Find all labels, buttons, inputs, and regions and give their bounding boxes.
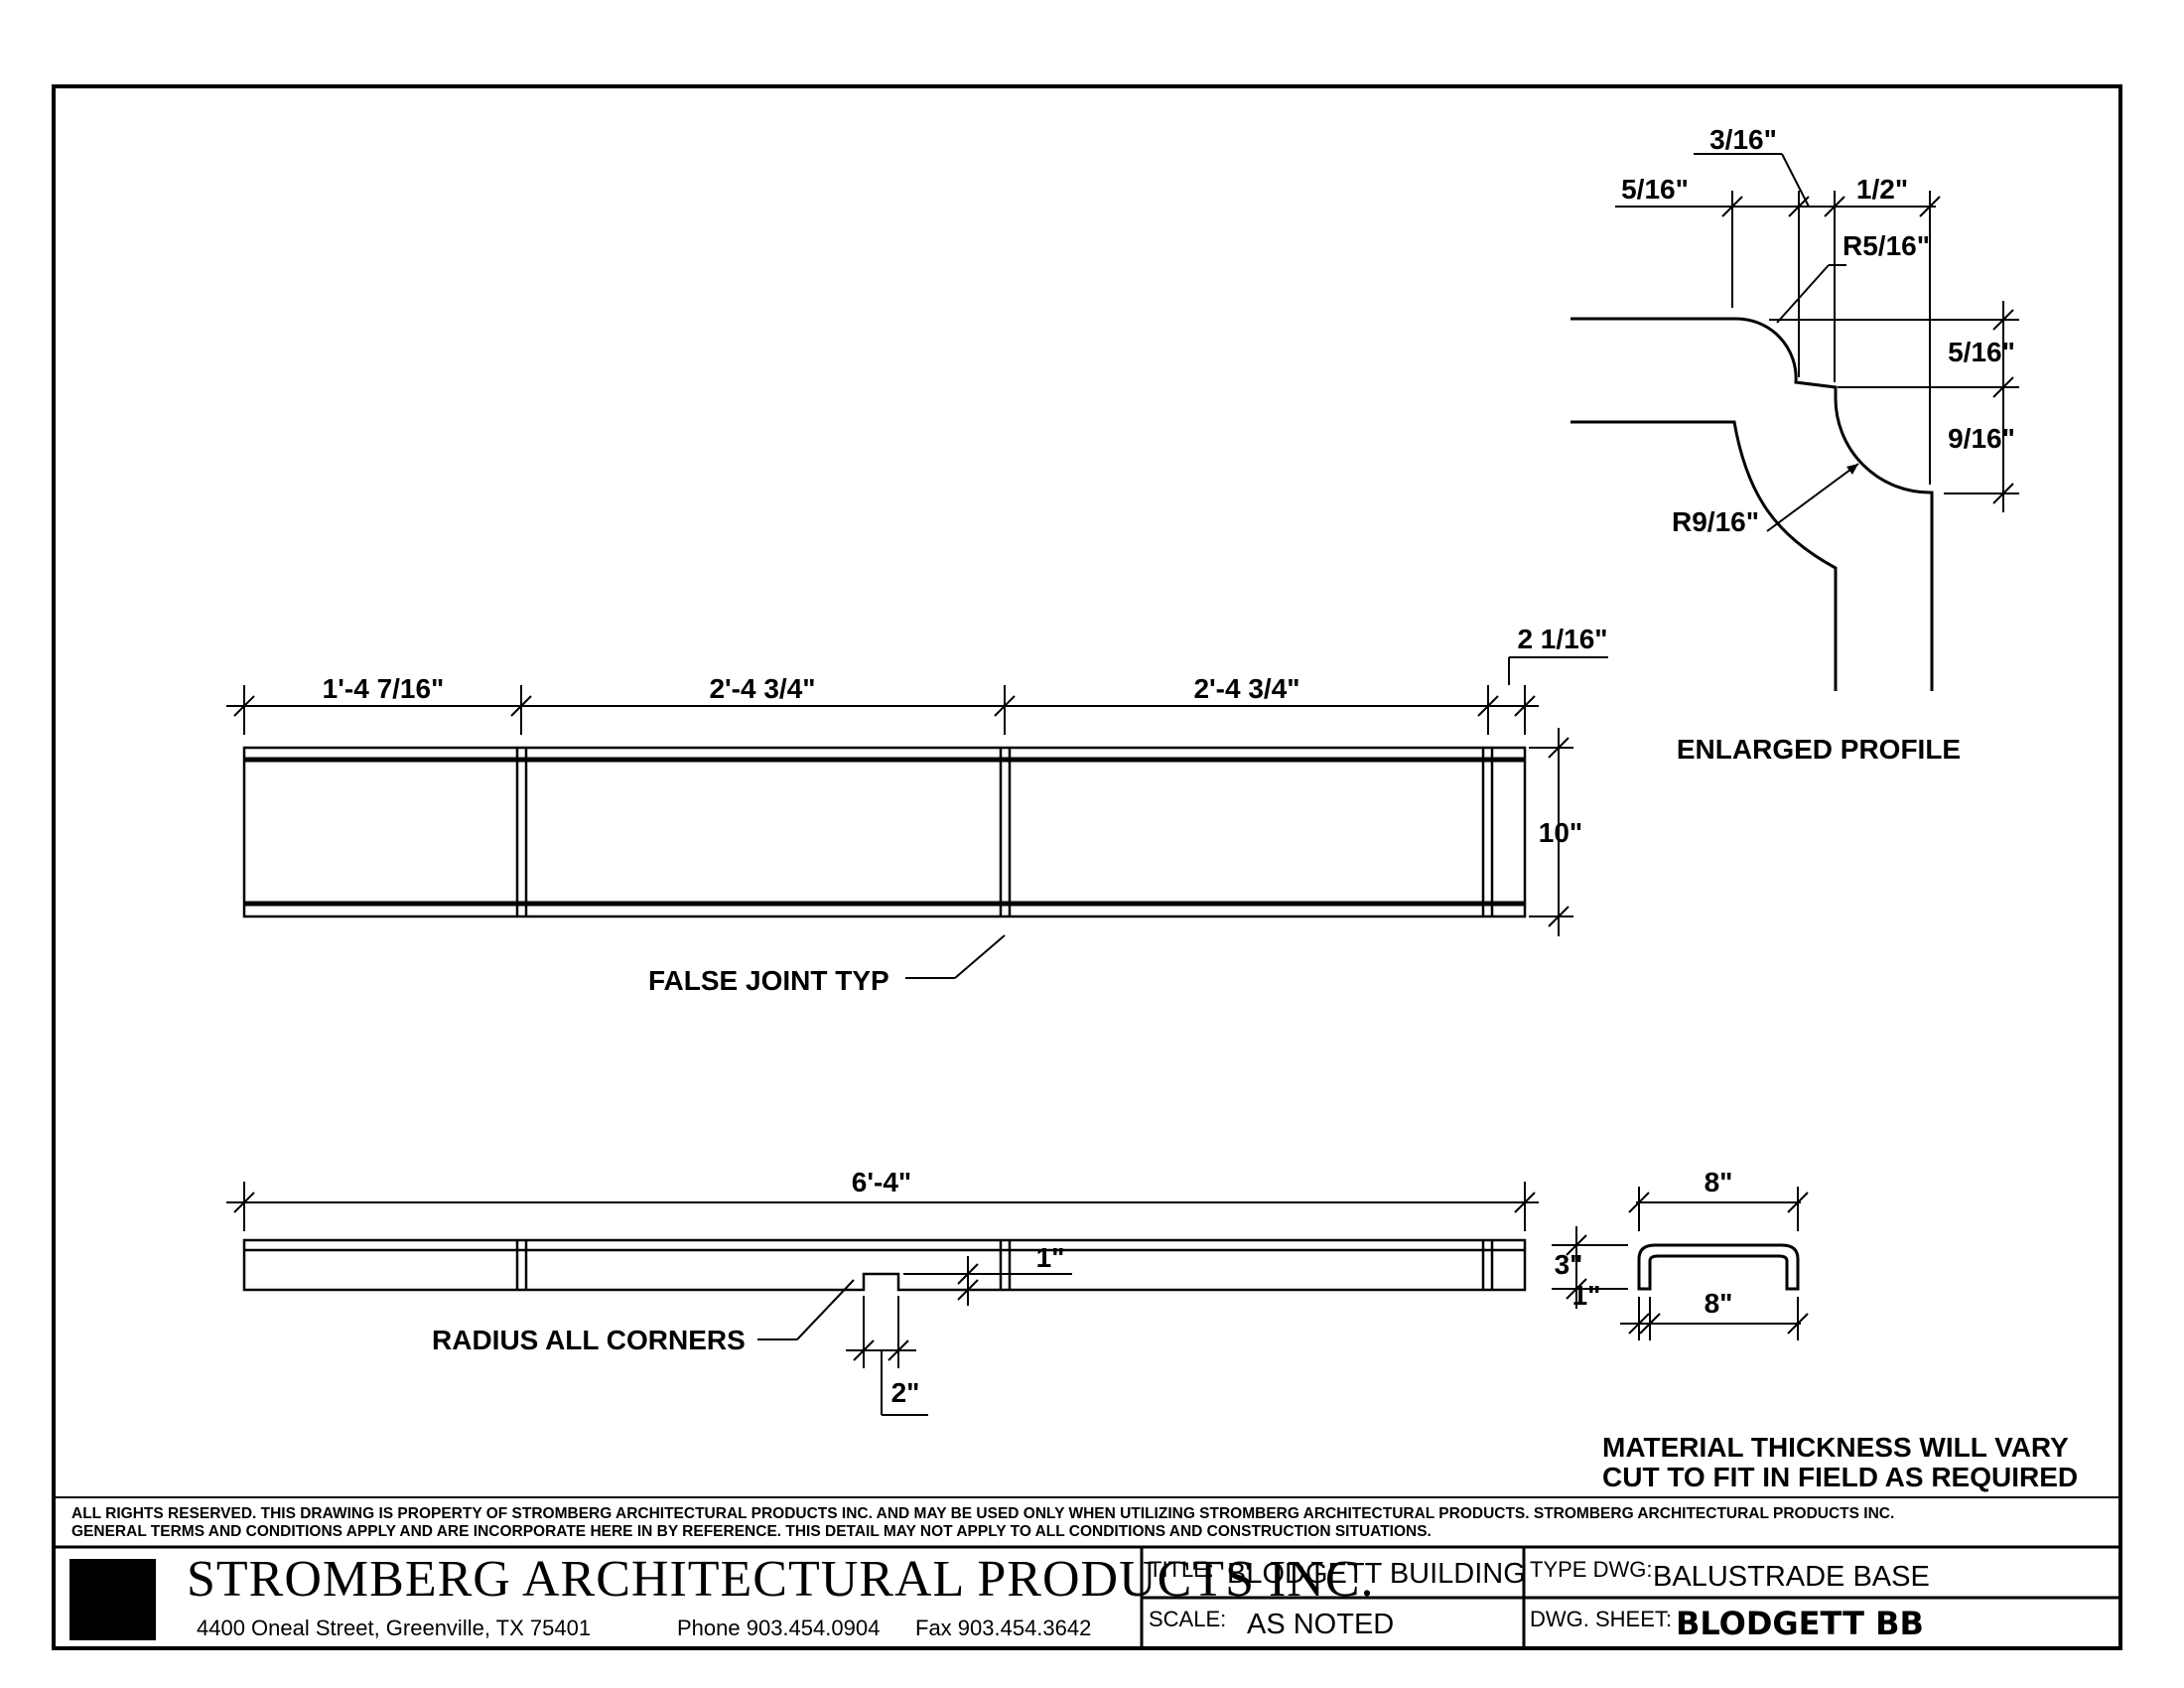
plan-view-dimensions: [226, 1182, 1539, 1416]
title-block-grid: [54, 1545, 2120, 1648]
section-dimensions: [1552, 1187, 1809, 1340]
front-view: [242, 746, 1527, 918]
profile-radius-small: R5/16": [1843, 230, 1930, 261]
front-dim-1: 1'-4 7/16": [323, 673, 445, 704]
radius-corners-note: RADIUS ALL CORNERS: [432, 1325, 746, 1355]
title-key: TITLE:: [1149, 1557, 1214, 1582]
title-value: BLODGETT BUILDING: [1227, 1558, 1526, 1590]
section-thickness: 1": [1572, 1280, 1601, 1311]
company-fax: Fax 903.454.3642: [915, 1616, 1091, 1640]
section-bottom-width: 8": [1705, 1288, 1733, 1319]
scale-key: SCALE:: [1149, 1607, 1226, 1631]
type-value: BALUSTRADE BASE: [1653, 1561, 1930, 1593]
sheet-value: BLODGETT BB: [1676, 1605, 1924, 1642]
plan-view: [242, 1238, 1527, 1292]
section-view: [1637, 1243, 1800, 1291]
sheet-border: [52, 84, 2122, 1650]
profile-dim-right-a: 5/16": [1948, 337, 2015, 367]
front-dim-2: 2'-4 3/4": [709, 673, 815, 704]
company-logo-square: [69, 1559, 156, 1640]
profile-dim-top-a: 3/16": [1709, 124, 1777, 155]
company-phone: Phone 903.454.0904: [677, 1616, 880, 1640]
scale-value: AS NOTED: [1247, 1609, 1394, 1640]
plan-notch-width-dim: 2": [891, 1377, 920, 1408]
plan-notch-depth-dim: 1": [1036, 1242, 1065, 1273]
profile-title: ENLARGED PROFILE: [1677, 734, 1961, 765]
company-name: STROMBERG ARCHITECTURAL PRODUCTS INC.: [187, 1551, 1375, 1608]
plan-length-dim: 6'-4": [852, 1167, 911, 1197]
enlarged-profile: [1570, 317, 1934, 691]
profile-dim-right-b: 9/16": [1948, 423, 2015, 454]
note-line-2: CUT TO FIT IN FIELD AS REQUIRED: [1602, 1462, 2078, 1492]
profile-dim-top-c: 1/2": [1856, 174, 1908, 205]
section-top-width: 8": [1705, 1167, 1733, 1197]
sheet-key: DWG. SHEET:: [1530, 1607, 1672, 1631]
front-dim-4: 2 1/16": [1517, 624, 1607, 654]
profile-dimensions: [1615, 153, 2019, 532]
note-line-1: MATERIAL THICKNESS WILL VARY: [1602, 1432, 2069, 1463]
section-height: 3": [1555, 1249, 1583, 1280]
disclaimer-line-2: GENERAL TERMS AND CONDITIONS APPLY AND A…: [71, 1523, 1432, 1540]
front-dim-3: 2'-4 3/4": [1193, 673, 1299, 704]
profile-radius-large: R9/16": [1672, 506, 1759, 537]
type-key: TYPE DWG:: [1530, 1557, 1652, 1582]
disclaimer-line-1: ALL RIGHTS RESERVED. THIS DRAWING IS PRO…: [71, 1505, 1894, 1522]
false-joint-note: FALSE JOINT TYP: [648, 965, 889, 996]
front-height-dim: 10": [1539, 817, 1582, 848]
profile-dim-top-b: 5/16": [1621, 174, 1689, 205]
profile-radius-arrow: [1846, 464, 1858, 475]
company-address: 4400 Oneal Street, Greenville, TX 75401: [197, 1616, 591, 1640]
front-view-dimensions: [226, 656, 1608, 979]
